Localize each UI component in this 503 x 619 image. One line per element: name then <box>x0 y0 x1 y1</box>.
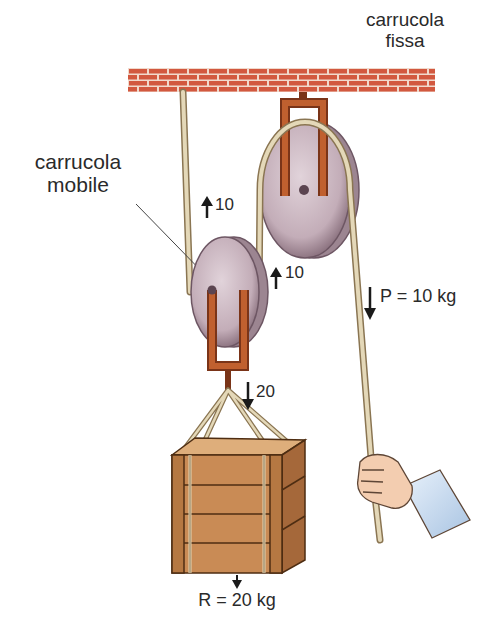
force-arrow <box>201 196 376 589</box>
force-value: 10 <box>285 264 304 283</box>
force-value: 20 <box>256 383 275 402</box>
fixed-pulley <box>260 92 359 258</box>
brick-ceiling <box>128 68 435 92</box>
force-value: R = 20 kg <box>182 591 292 611</box>
hand <box>358 455 470 539</box>
part-label: carrucola fissa <box>355 10 455 52</box>
mobile-pulley <box>191 237 268 390</box>
force-value: 10 <box>215 196 234 215</box>
crate <box>172 438 305 573</box>
part-label: carrucola mobile <box>18 150 138 196</box>
force-value: P = 10 kg <box>380 287 456 307</box>
